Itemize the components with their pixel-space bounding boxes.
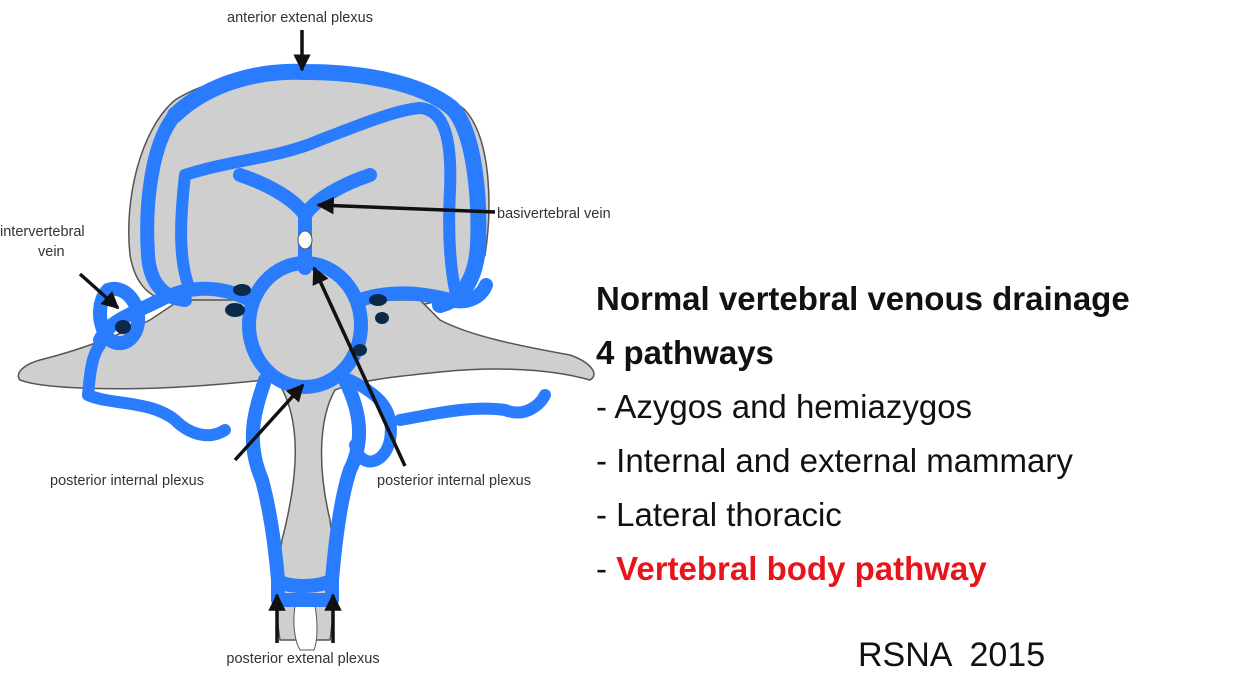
vertebra-bone	[17, 71, 595, 641]
label-intervertebral-vein-line2: vein	[38, 244, 65, 260]
left-lateral-vein	[93, 281, 257, 347]
item-label-highlighted: Vertebral body pathway	[616, 550, 987, 587]
anterior-external-plexus-vein	[167, 63, 487, 313]
annotation-arrows	[78, 30, 496, 643]
item-label: Internal and external mammary	[616, 442, 1073, 479]
arrow-basivertebral	[316, 196, 496, 215]
item-dash: -	[596, 496, 617, 533]
dark-vessel	[233, 284, 251, 296]
inner-ring-vein	[179, 102, 461, 296]
title-line-1: Normal vertebral venous drainage	[596, 280, 1130, 317]
pathway-item-highlighted: - Vertebral body pathway	[596, 542, 1256, 596]
spinous-cleft	[293, 599, 318, 651]
arrow-intervertebral	[78, 272, 120, 310]
left-inner-vein	[175, 169, 196, 296]
left-lower-vein	[82, 339, 231, 442]
label-basivertebral-vein: basivertebral vein	[497, 206, 611, 222]
intervertebral-vein-loop	[93, 281, 146, 351]
pathway-item: - Internal and external mammary	[596, 434, 1256, 488]
caption-panel: Normal vertebral venous drainage 4 pathw…	[596, 272, 1256, 596]
pathway-item: - Lateral thoracic	[596, 488, 1256, 542]
canal-ring-vein	[242, 256, 368, 394]
label-posterior-internal-plexus-left: posterior internal plexus	[50, 473, 204, 489]
item-label: Azygos and hemiazygos	[614, 388, 973, 425]
item-dash: -	[596, 388, 615, 425]
right-lower-vein	[394, 389, 551, 426]
dark-vessel	[225, 303, 245, 317]
title-line-2: 4 pathways	[596, 334, 774, 371]
label-anterior-external-plexus: anterior extenal plexus	[227, 10, 373, 26]
dark-vessel	[353, 344, 367, 356]
label-posterior-internal-plexus-right: posterior internal plexus	[377, 473, 531, 489]
item-dash: -	[596, 550, 617, 587]
label-intervertebral-vein-line1: intervertebral	[0, 224, 85, 240]
right-lateral-vein	[353, 278, 493, 309]
posterior-right-vein	[325, 373, 367, 587]
arrow-posterior-internal-right	[312, 266, 407, 467]
pathway-item: - Azygos and hemiazygos	[596, 380, 1256, 434]
posterior-external-vein	[271, 573, 339, 607]
label-posterior-external-plexus: posterior extenal plexus	[226, 651, 379, 667]
dark-vessel	[369, 294, 387, 306]
posterior-left-vein	[245, 373, 285, 587]
dark-vessels	[115, 284, 389, 356]
basivertebral-foramen	[297, 230, 313, 250]
vertebral-arch	[17, 299, 595, 641]
dark-vessel	[115, 320, 131, 334]
item-label: Lateral thoracic	[616, 496, 842, 533]
dark-vessel	[375, 312, 389, 324]
arrow-posterior-internal-left	[233, 383, 305, 462]
item-dash: -	[596, 442, 617, 479]
source-credit: RSNA 2015	[858, 636, 1046, 674]
